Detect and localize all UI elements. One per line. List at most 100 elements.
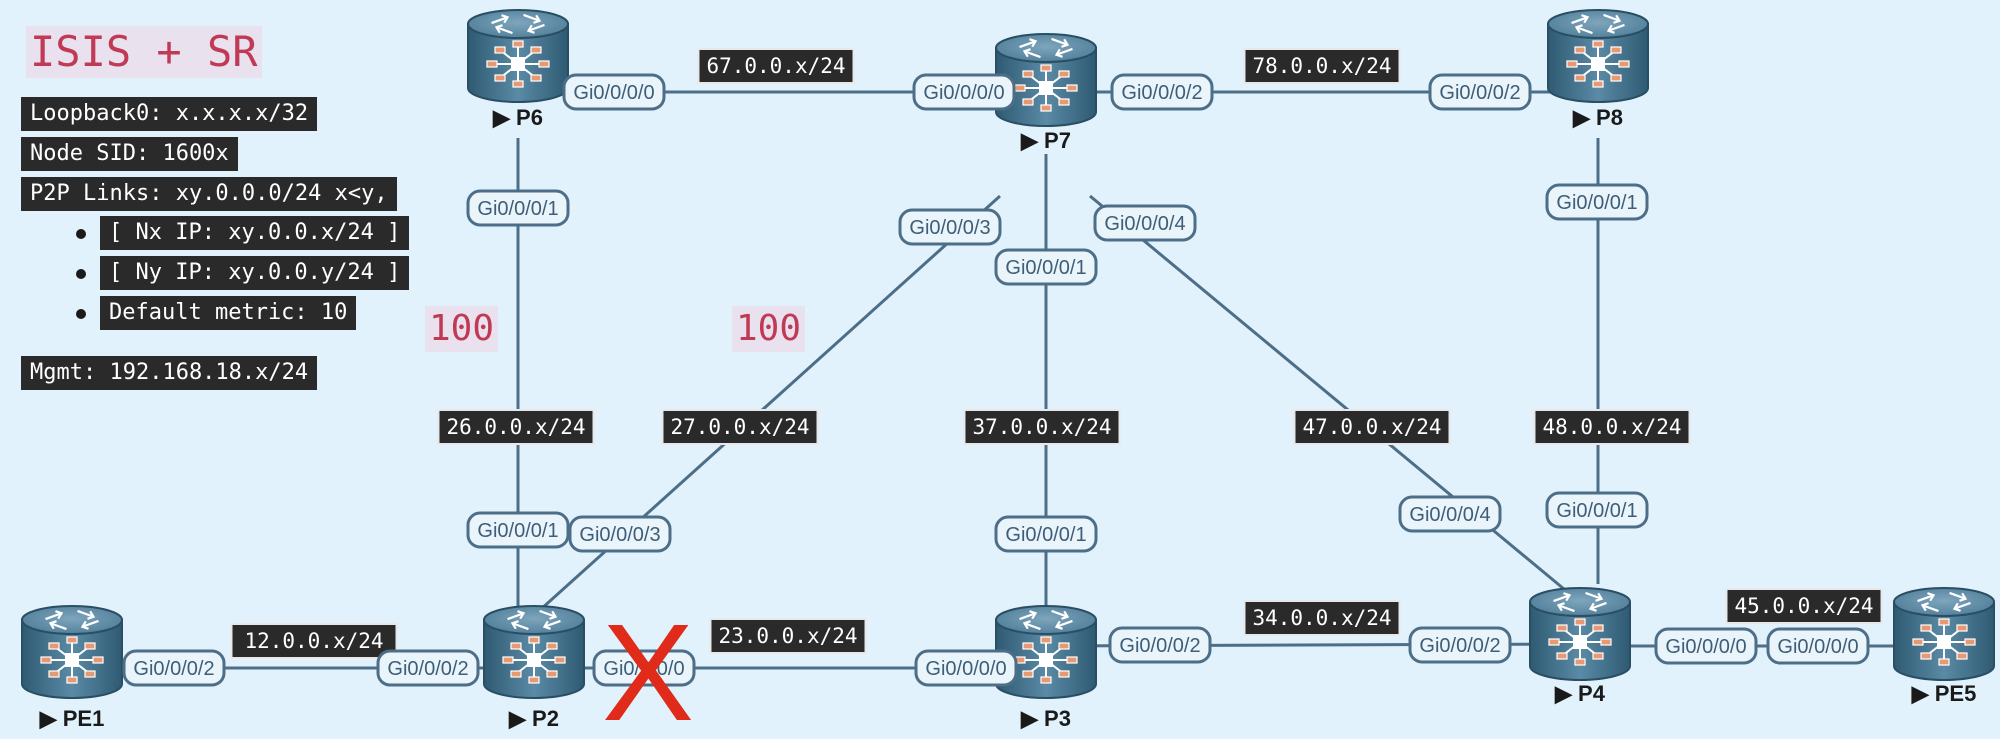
interface-label: Gi0/0/0/2 <box>1110 73 1214 111</box>
router-switch-icon <box>486 40 550 88</box>
svg-text:Gi0/0/0/0: Gi0/0/0/0 <box>603 658 684 680</box>
interface-label: Gi0/0/0/3 <box>568 515 672 553</box>
bullet-dot <box>76 229 86 239</box>
svg-text:26.0.0.x/24: 26.0.0.x/24 <box>446 415 585 439</box>
router-p6 <box>467 9 569 103</box>
svg-text:Gi0/0/0/1: Gi0/0/0/1 <box>1556 192 1637 214</box>
subnet-label: 34.0.0.x/24 <box>1243 600 1401 636</box>
interface-label: Gi0/0/0/0 <box>914 649 1018 687</box>
interface-label: Gi0/0/0/1 <box>1545 491 1649 529</box>
subnet-label: 45.0.0.x/24 <box>1725 588 1883 624</box>
svg-text:Gi0/0/0/1: Gi0/0/0/1 <box>1005 524 1086 546</box>
svg-text:Gi0/0/0/0: Gi0/0/0/0 <box>1665 636 1746 658</box>
interface-label: Gi0/0/0/0 <box>592 649 696 687</box>
subnet-label: 47.0.0.x/24 <box>1293 409 1451 445</box>
router-label-pe1: ▶ PE1 <box>39 706 105 731</box>
diagram-title: ISIS + SR <box>26 26 262 78</box>
subnet-label: 67.0.0.x/24 <box>697 48 855 84</box>
nx-ip-info: [ Nx IP: xy.0.0.x/24 ] <box>100 216 410 250</box>
svg-text:37.0.0.x/24: 37.0.0.x/24 <box>972 415 1111 439</box>
ny-ip-info: [ Ny IP: xy.0.0.y/24 ] <box>100 256 410 290</box>
svg-text:23.0.0.x/24: 23.0.0.x/24 <box>718 624 857 648</box>
svg-text:Gi0/0/0/2: Gi0/0/0/2 <box>1439 82 1520 104</box>
interface-label: Gi0/0/0/2 <box>1428 73 1532 111</box>
router-label-p4: ▶ P4 <box>1554 681 1606 706</box>
interface-label: Gi0/0/0/1 <box>994 248 1098 286</box>
router-p8 <box>1547 9 1649 103</box>
router-label-p7: ▶ P7 <box>1020 128 1071 153</box>
router-switch-icon <box>1548 618 1612 666</box>
bullet-dot <box>76 309 86 319</box>
router-p2 <box>483 605 585 699</box>
router-label-p3: ▶ P3 <box>1020 706 1071 731</box>
link-p7-p4 <box>1089 194 1571 596</box>
subnet-label: 26.0.0.x/24 <box>437 409 595 445</box>
interface-label: Gi0/0/0/1 <box>994 515 1098 553</box>
svg-text:47.0.0.x/24: 47.0.0.x/24 <box>1302 415 1441 439</box>
interface-label: Gi0/0/0/4 <box>1398 495 1502 533</box>
link-failure-mark: X <box>602 596 694 739</box>
router-p3 <box>995 605 1097 699</box>
router-p4 <box>1529 587 1631 681</box>
svg-text:Gi0/0/0/2: Gi0/0/0/2 <box>387 658 468 680</box>
svg-text:78.0.0.x/24: 78.0.0.x/24 <box>1252 54 1391 78</box>
interface-label: Gi0/0/0/0 <box>562 73 666 111</box>
subnet-label: 27.0.0.x/24 <box>661 409 819 445</box>
router-switch-icon <box>502 636 566 684</box>
subnet-label: 48.0.0.x/24 <box>1533 409 1691 445</box>
interface-label: Gi0/0/0/4 <box>1093 204 1197 242</box>
svg-text:Gi0/0/0/3: Gi0/0/0/3 <box>909 217 990 239</box>
svg-text:12.0.0.x/24: 12.0.0.x/24 <box>244 629 383 653</box>
interface-label: Gi0/0/0/1 <box>1545 183 1649 221</box>
svg-text:Gi0/0/0/2: Gi0/0/0/2 <box>1121 82 1202 104</box>
router-label-p6: ▶ P6 <box>492 105 543 130</box>
svg-text:67.0.0.x/24: 67.0.0.x/24 <box>706 54 845 78</box>
router-pe5 <box>1893 587 1995 681</box>
loopback-info: Loopback0: x.x.x.x/32 <box>21 97 318 131</box>
svg-text:Gi0/0/0/4: Gi0/0/0/4 <box>1409 504 1490 526</box>
interface-label: Gi0/0/0/2 <box>376 649 480 687</box>
interface-label: Gi0/0/0/0 <box>1654 627 1758 665</box>
interface-label: Gi0/0/0/1 <box>466 189 570 227</box>
node-sid-info: Node SID: 1600x <box>21 137 238 171</box>
svg-text:Gi0/0/0/1: Gi0/0/0/1 <box>477 198 558 220</box>
svg-text:Gi0/0/0/0: Gi0/0/0/0 <box>573 82 654 104</box>
svg-text:Gi0/0/0/2: Gi0/0/0/2 <box>133 658 214 680</box>
svg-text:34.0.0.x/24: 34.0.0.x/24 <box>1252 606 1391 630</box>
router-switch-icon <box>1014 636 1078 684</box>
subnet-label: 78.0.0.x/24 <box>1243 48 1401 84</box>
svg-text:Gi0/0/0/2: Gi0/0/0/2 <box>1419 635 1500 657</box>
router-p7 <box>995 33 1097 127</box>
svg-text:Gi0/0/0/4: Gi0/0/0/4 <box>1104 213 1185 235</box>
subnet-label: 37.0.0.x/24 <box>963 409 1121 445</box>
router-label-pe5: ▶ PE5 <box>1911 681 1977 706</box>
interface-label: Gi0/0/0/3 <box>898 208 1002 246</box>
subnet-label: 12.0.0.x/24 <box>230 623 398 659</box>
svg-text:48.0.0.x/24: 48.0.0.x/24 <box>1542 415 1681 439</box>
router-switch-icon <box>1566 40 1630 88</box>
svg-text:Gi0/0/0/1: Gi0/0/0/1 <box>1005 257 1086 279</box>
interface-label: Gi0/0/0/1 <box>466 511 570 549</box>
router-label-p8: ▶ P8 <box>1572 105 1623 130</box>
svg-text:45.0.0.x/24: 45.0.0.x/24 <box>1734 594 1873 618</box>
router-switch-icon <box>40 636 104 684</box>
interface-label: Gi0/0/0/2 <box>1108 626 1212 664</box>
interface-label: Gi0/0/0/0 <box>1766 627 1870 665</box>
router-label-p2: ▶ P2 <box>508 706 559 731</box>
svg-text:Gi0/0/0/2: Gi0/0/0/2 <box>1119 635 1200 657</box>
svg-text:Gi0/0/0/0: Gi0/0/0/0 <box>925 658 1006 680</box>
interface-label: Gi0/0/0/0 <box>912 73 1016 111</box>
bullet-dot <box>76 269 86 279</box>
router-pe1 <box>21 605 123 699</box>
svg-text:Gi0/0/0/0: Gi0/0/0/0 <box>923 82 1004 104</box>
interface-label: Gi0/0/0/2 <box>122 649 226 687</box>
svg-text:Gi0/0/0/1: Gi0/0/0/1 <box>1556 500 1637 522</box>
metric-p6-p2: 100 <box>425 306 499 352</box>
p2p-links-info: P2P Links: xy.0.0.0/24 x<y, <box>21 177 397 211</box>
svg-text:Gi0/0/0/1: Gi0/0/0/1 <box>477 520 558 542</box>
router-switch-icon <box>1912 618 1976 666</box>
interface-label: Gi0/0/0/2 <box>1408 626 1512 664</box>
subnet-label: 23.0.0.x/24 <box>709 618 867 654</box>
svg-text:Gi0/0/0/3: Gi0/0/0/3 <box>579 524 660 546</box>
